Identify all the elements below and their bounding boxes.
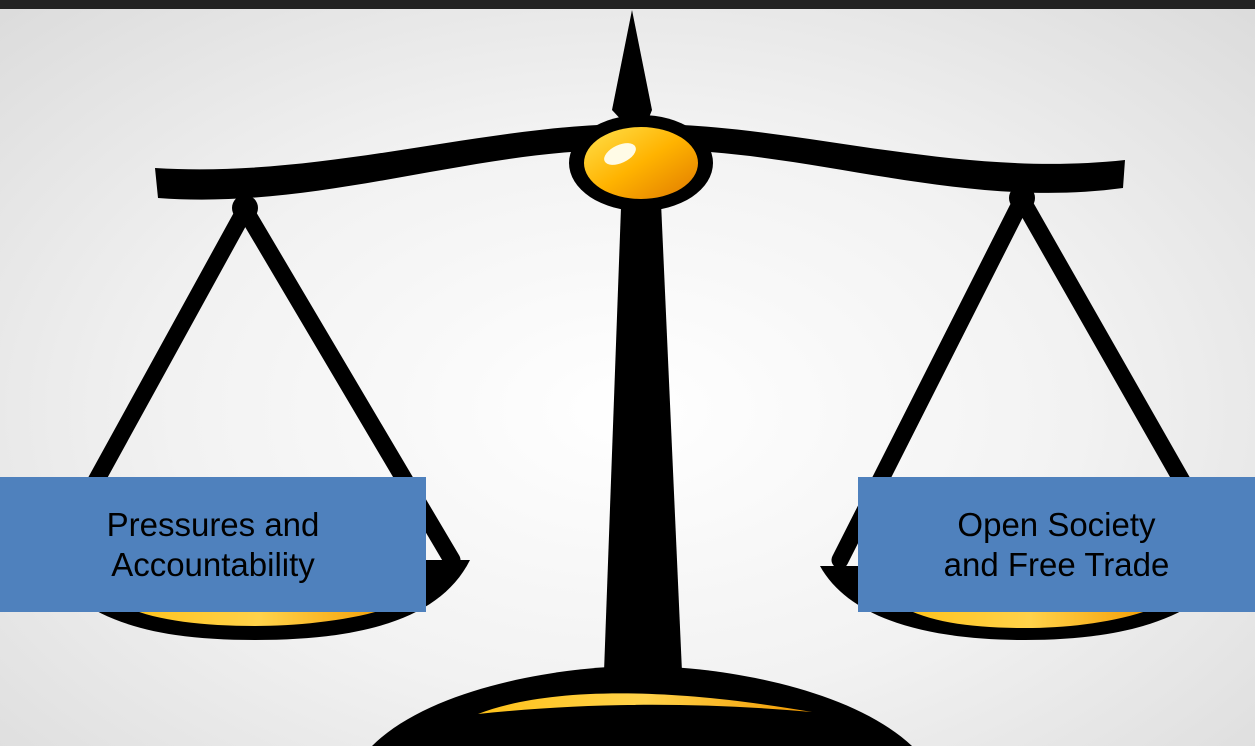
left-label-line-2: Accountability xyxy=(111,545,315,583)
scale-pillar xyxy=(604,180,682,672)
scale-spike xyxy=(612,10,652,140)
scale-base-highlight xyxy=(478,693,812,714)
scale-pivot-shine xyxy=(604,143,636,165)
right-label-line-2: and Free Trade xyxy=(943,545,1170,583)
scale-base xyxy=(372,666,912,746)
left-label-box: Pressures and Accountability xyxy=(0,477,426,612)
right-label-box: Open Society and Free Trade xyxy=(858,477,1255,612)
right-label-line-1: Open Society xyxy=(957,505,1156,543)
left-label-line-1: Pressures and xyxy=(106,505,320,543)
top-bar xyxy=(0,0,1255,9)
scale-pivot-ball xyxy=(584,127,698,199)
